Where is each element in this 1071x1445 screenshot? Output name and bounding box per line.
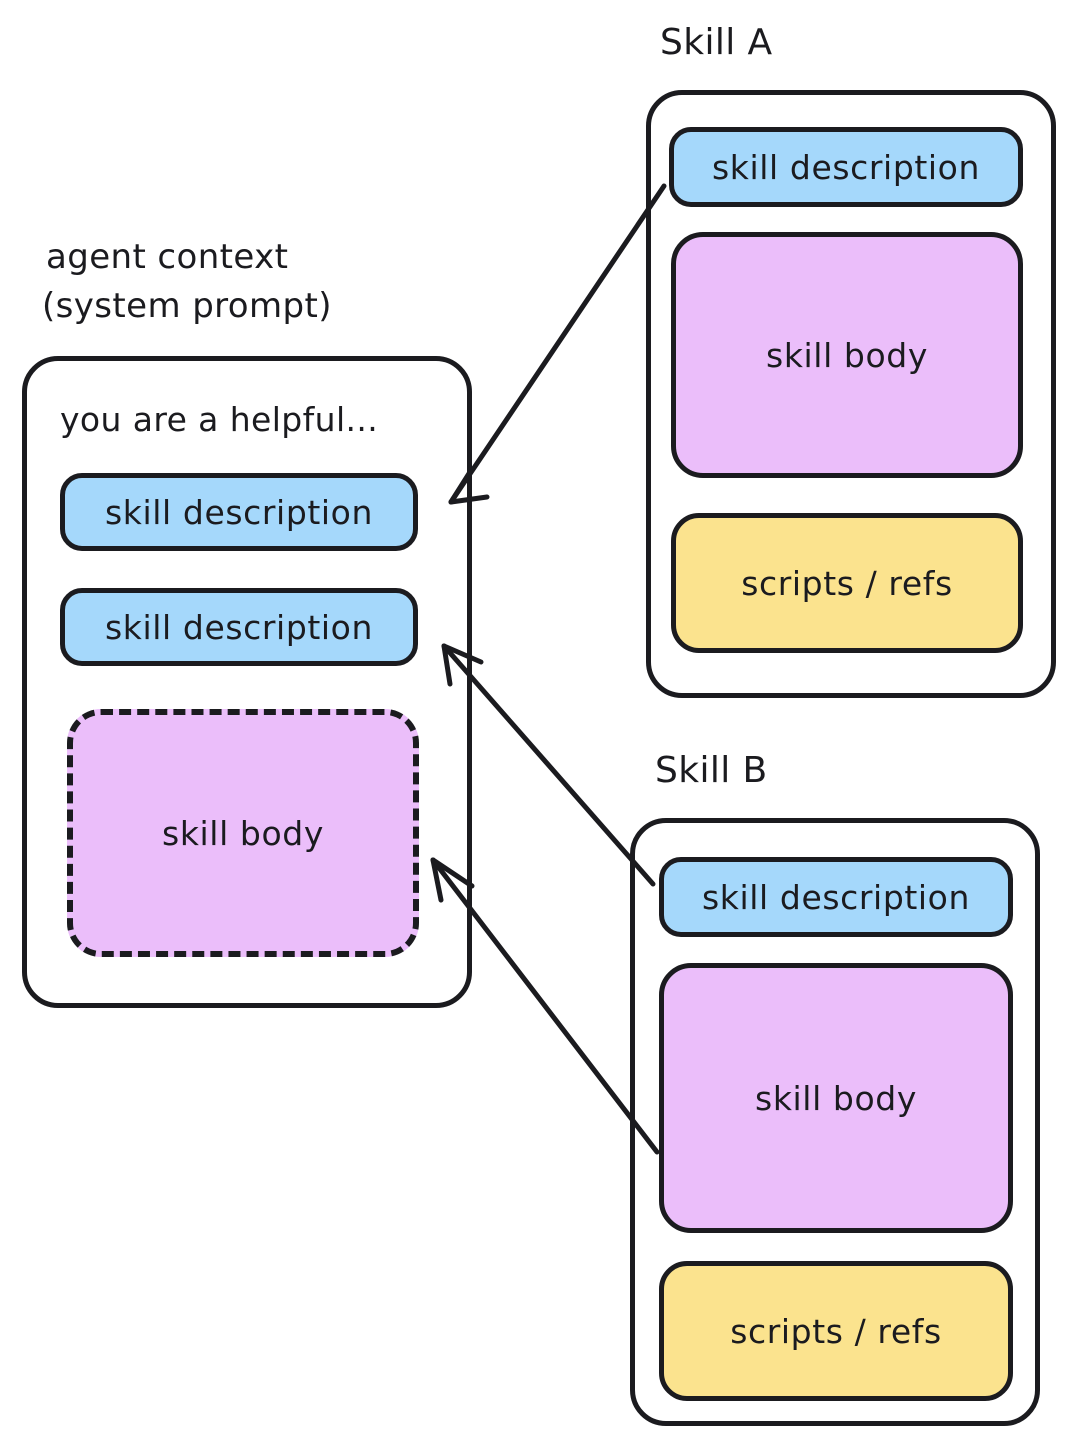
context-skill-description-1[interactable]: skill description (60, 473, 418, 551)
skill-b-description-label: skill description (702, 877, 970, 917)
skill-b-scripts-refs[interactable]: scripts / refs (659, 1261, 1013, 1401)
context-skill-description-2[interactable]: skill description (60, 588, 418, 666)
skill-a-body[interactable]: skill body (671, 232, 1023, 478)
context-skill-body[interactable]: skill body (67, 709, 419, 957)
skill-a-scripts-refs[interactable]: scripts / refs (671, 513, 1023, 653)
skill-a-scripts-refs-label: scripts / refs (741, 563, 953, 603)
context-skill-description-1-label: skill description (105, 492, 373, 532)
skill-a-title: Skill A (660, 22, 773, 63)
skill-a-panel: skill description skill body scripts / r… (646, 90, 1056, 698)
agent-context-panel: you are a helpful... skill description s… (22, 356, 472, 1008)
skill-b-scripts-refs-label: scripts / refs (730, 1311, 942, 1351)
skill-a-description[interactable]: skill description (669, 127, 1023, 207)
context-skill-body-label: skill body (162, 813, 324, 853)
skill-b-title: Skill B (655, 750, 768, 791)
agent-context-title-line2: (system prompt) (42, 286, 332, 326)
system-prompt-text: you are a helpful... (60, 400, 379, 439)
context-skill-description-2-label: skill description (105, 607, 373, 647)
skill-b-body[interactable]: skill body (659, 963, 1013, 1233)
arrow-skill-a-description-to-context (448, 183, 667, 505)
skill-b-panel: skill description skill body scripts / r… (630, 818, 1040, 1426)
skill-b-body-label: skill body (755, 1078, 917, 1118)
skill-b-description[interactable]: skill description (659, 857, 1013, 937)
arrow-skill-b-description-to-context (441, 643, 656, 887)
agent-context-title-line1: agent context (46, 237, 289, 277)
skill-a-body-label: skill body (766, 335, 928, 375)
skill-a-description-label: skill description (712, 147, 980, 187)
